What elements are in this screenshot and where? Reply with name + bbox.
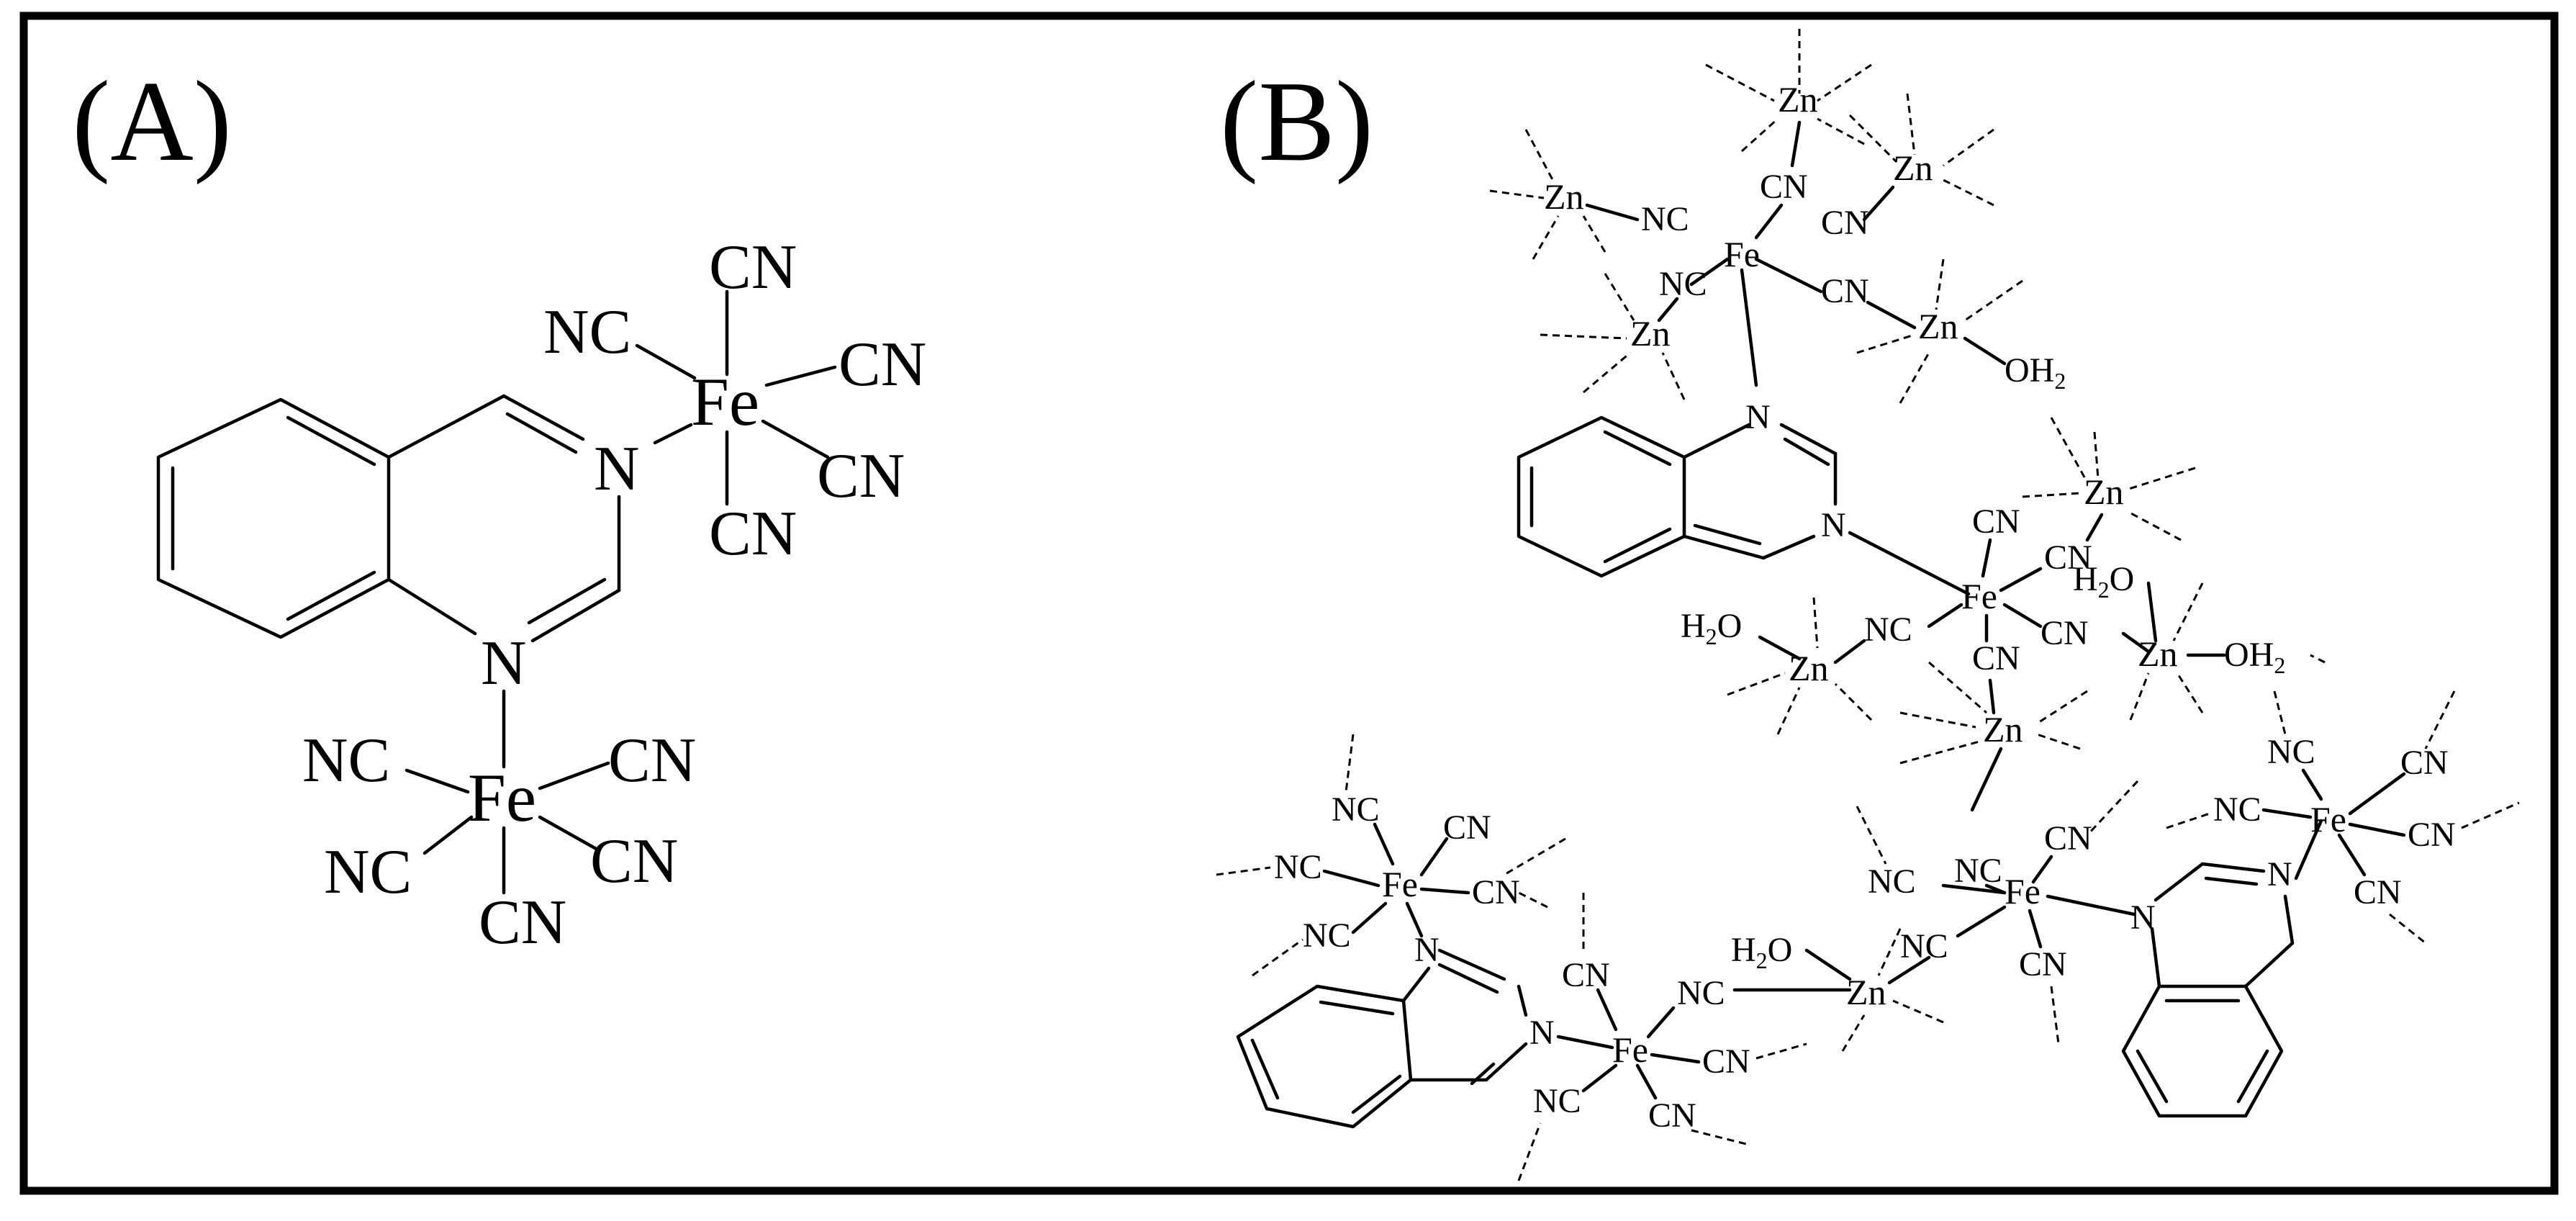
nc-b-1-left: NC <box>1641 200 1689 238</box>
nc-b-5-left: NC <box>1274 848 1322 886</box>
oh2-b-1: OH2 <box>2005 351 2066 394</box>
cn-a-up-lower-right: CN <box>817 441 905 511</box>
cn-a-up-top: CN <box>709 233 797 302</box>
cn-b-6-right: CN <box>1702 1042 1750 1081</box>
nc-b-2-left: NC <box>1864 610 1912 649</box>
nc-b-3-top: NC <box>1954 852 2002 890</box>
nc-b-5-lowleft: NC <box>1303 916 1351 955</box>
atom-n-b1a: N <box>1745 398 1771 436</box>
nc-a-low-left: NC <box>302 726 390 796</box>
atom-n-a2: N <box>481 628 527 698</box>
panel-b-label: (B) <box>1220 57 1373 185</box>
cn-b-6-top: CN <box>1562 956 1610 994</box>
cn-b-1-lowright: CN <box>1821 272 1869 310</box>
zn-b-3: Zn <box>1893 148 1933 188</box>
zn-b-9: Zn <box>1983 709 2023 749</box>
fe-b-2: Fe <box>1961 576 1997 616</box>
cn-b-1-top: CN <box>1760 168 1808 206</box>
cn-a-up-bottom: CN <box>709 499 797 569</box>
benzene-ring-a <box>156 397 391 639</box>
nc-b-4-top: NC <box>2267 733 2315 771</box>
cn-b-2-upright: CN <box>2044 539 2092 577</box>
panel-a-structure: N N Fe CN NC CN CN CN Fe NC CN NC CN CN <box>156 233 926 958</box>
nc-b-5-top: NC <box>1332 790 1380 829</box>
fe-b-1: Fe <box>1724 234 1760 274</box>
atom-n-a1: N <box>594 434 640 504</box>
fe-b-6: Fe <box>1612 1029 1648 1070</box>
cn-b-4-upright: CN <box>2400 744 2449 782</box>
atom-n-b3a: N <box>1414 931 1440 969</box>
atom-n-b3b: N <box>1529 1014 1555 1052</box>
panel-b-network: Fe CN NC CN NC CN Zn Zn Zn Zn Zn OH2 <box>1216 29 2520 1181</box>
benzene-ring-b2 <box>2121 984 2284 1118</box>
cn-a-low-bottom: CN <box>479 888 566 958</box>
cn-b-5-upright: CN <box>1443 808 1491 847</box>
nc-b-6-upright: NC <box>1677 974 1725 1012</box>
nc-a-up-left: NC <box>543 297 631 367</box>
zn-b-1: Zn <box>1778 79 1818 120</box>
figure-frame <box>19 12 2559 1195</box>
cn-b-3-low: CN <box>2019 945 2067 983</box>
nc-a-low-lower-left: NC <box>324 837 412 907</box>
zn-b-2: Zn <box>1544 176 1584 217</box>
oh2-b-2: OH2 <box>2224 636 2285 678</box>
cn-b-2-bottom: CN <box>1972 639 2020 677</box>
fe-b-5: Fe <box>1382 864 1418 904</box>
cn-b-3-upright: CN <box>2044 819 2092 857</box>
nc-b-6-lowleft: NC <box>1533 1082 1581 1120</box>
cn-a-up-right: CN <box>839 330 926 400</box>
cn-b-1-right: CN <box>1821 204 1869 242</box>
zn-b-6: Zn <box>2084 472 2124 512</box>
atom-n-b1b: N <box>1821 506 1846 544</box>
cn-b-5-right: CN <box>1472 873 1520 911</box>
fe-center-a-lower: Fe <box>468 760 536 836</box>
zn-b-4: Zn <box>1630 313 1671 353</box>
zn-b-10: Zn <box>1846 972 1886 1012</box>
fe-center-a-upper: Fe <box>691 364 759 440</box>
cn-a-low-lower-right: CN <box>590 826 678 896</box>
cn-b-4-right: CN <box>2408 816 2456 854</box>
nc-b-4-left: NC <box>2213 790 2261 829</box>
cn-b-2-right: CN <box>2041 614 2089 652</box>
zn-b-8: Zn <box>1789 648 1829 688</box>
h2o-b-1: H2O <box>2073 560 2134 603</box>
h2o-b-3: H2O <box>1731 931 1792 973</box>
cn-a-low-right: CN <box>608 726 696 796</box>
benzene-ring-b1 <box>1517 415 1686 578</box>
benzene-ring-b3 <box>1236 984 1413 1129</box>
cn-b-4-low: CN <box>2354 873 2402 911</box>
atom-n-b2b: N <box>2267 855 2292 893</box>
h2o-b-2: H2O <box>1681 607 1742 649</box>
zn-b-5: Zn <box>1918 306 1958 346</box>
nc-b-3-left: NC <box>1868 862 1916 901</box>
cn-b-6-low: CN <box>1648 1096 1696 1135</box>
zn-b-7: Zn <box>2138 634 2178 674</box>
fe-b-4: Fe <box>2310 799 2346 839</box>
nc-b-1-lowleft: NC <box>1659 265 1707 303</box>
panel-a-label: (A) <box>72 57 232 185</box>
cn-b-2-top: CN <box>1972 503 2020 541</box>
